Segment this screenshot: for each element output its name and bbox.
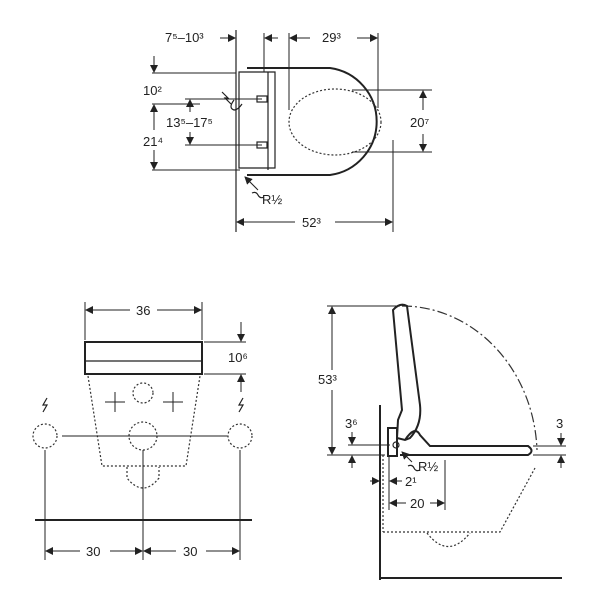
hinge-block: [387, 427, 398, 457]
dim-total-length: 52³: [302, 215, 321, 230]
lid-upright: [391, 303, 422, 442]
dim-fixing-spacing: 13⁵–17⁵: [166, 115, 213, 130]
bowl-opening: [288, 88, 382, 156]
dim-open-height: 53³: [318, 372, 337, 387]
seat-front: [84, 341, 203, 375]
front-view: 36 10⁶ 30 30: [32, 302, 253, 560]
water-icon: [407, 464, 421, 472]
dim-wall-gap: 2¹: [405, 474, 417, 489]
lid-swing-arc: [401, 305, 538, 451]
left-socket: [32, 423, 58, 449]
side-view: 53³ 3⁶ 3 2¹ 20 R½: [318, 303, 566, 580]
dim-connection-distance: 20: [410, 496, 424, 511]
top-view: 7⁵–10³ 29³ 10² 13⁵–17⁵ 21⁴ 20⁷: [143, 30, 432, 232]
electric-icon: [41, 397, 49, 413]
dim-bowl-width: 20⁷: [410, 115, 429, 130]
water-icon: [251, 191, 265, 199]
control-box: [238, 71, 276, 169]
dim-left-spacing: 30: [86, 544, 100, 559]
cable-icon: [230, 99, 243, 111]
dim-wall-offset: 7⁵–10³: [165, 30, 204, 45]
dim-height: 10⁶: [228, 350, 248, 365]
dim-seat-offset: 3⁶: [345, 416, 358, 431]
bowl-outline: [383, 467, 536, 533]
dim-top-to-fixing: 10²: [143, 83, 162, 98]
seat-side: [400, 430, 533, 456]
outlet-outline: [126, 467, 160, 489]
seat-outline: [247, 67, 378, 176]
bowl-outline: [87, 375, 201, 467]
fixing-marks: [105, 392, 183, 412]
label-water-connection: R½: [262, 192, 282, 207]
dim-fixing-height: 21⁴: [143, 134, 163, 149]
dim-width: 36: [136, 303, 150, 318]
dim-seat-clearance: 3: [556, 416, 563, 431]
fixing-bolts: [256, 95, 268, 149]
electric-icon: [237, 397, 245, 413]
label-water-connection: R½: [418, 459, 438, 474]
dim-right-spacing: 30: [183, 544, 197, 559]
right-socket: [227, 423, 253, 449]
dim-seat-depth: 29³: [322, 30, 341, 45]
electric-icon: [221, 91, 232, 105]
